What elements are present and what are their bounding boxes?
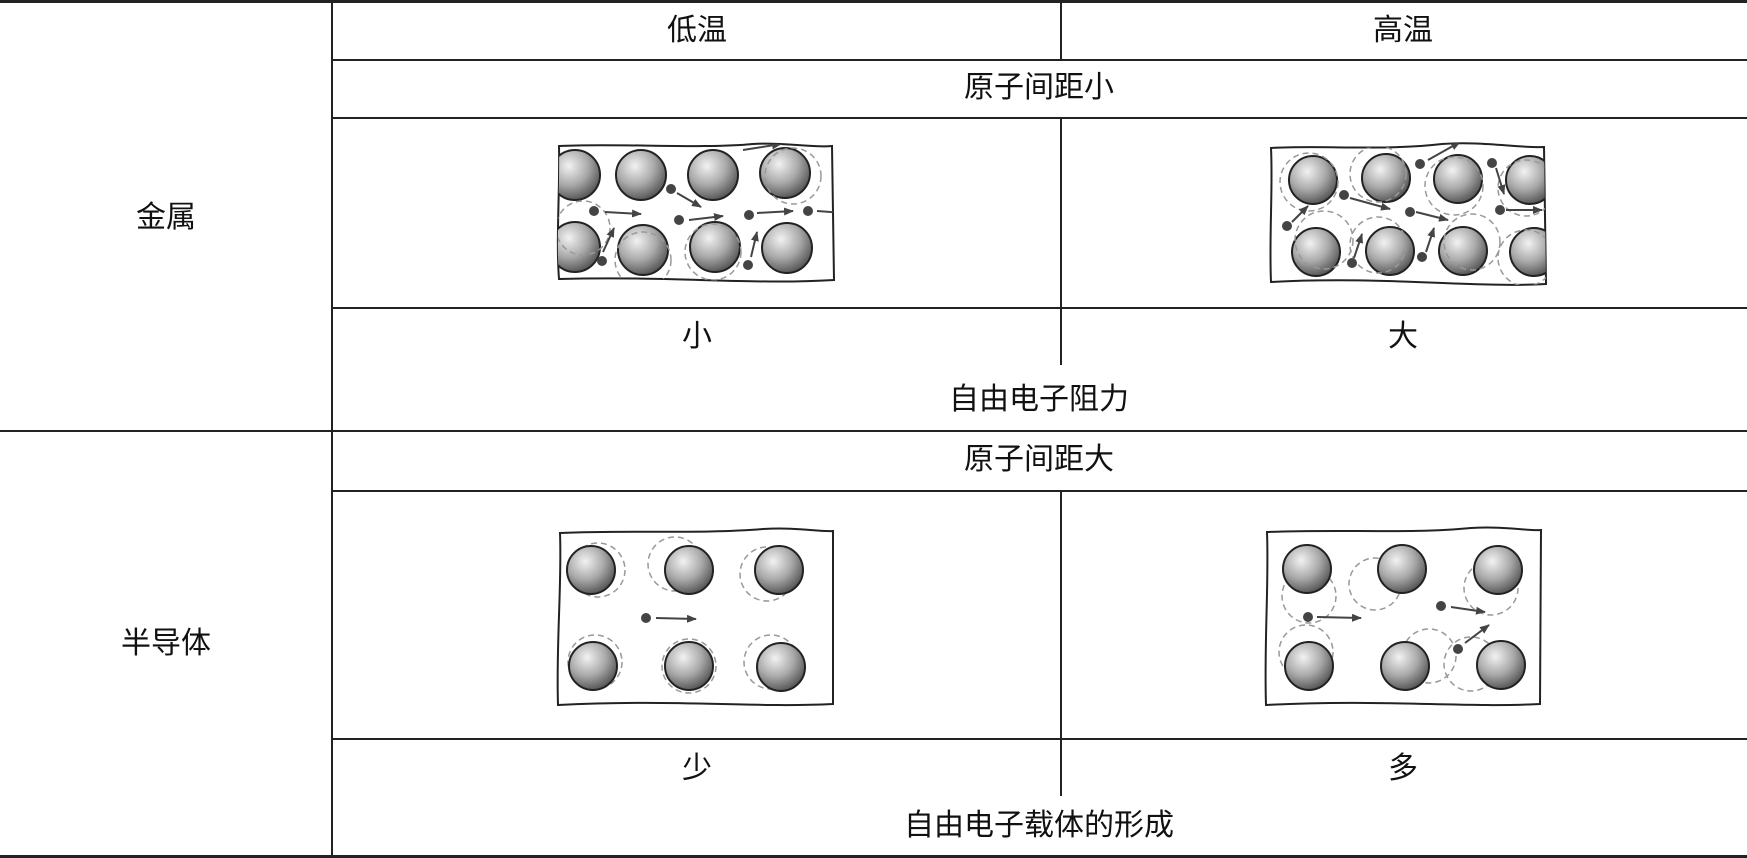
metal-figure-bottom-line: [331, 307, 1747, 309]
atom: [569, 642, 617, 690]
atom: [688, 150, 738, 200]
semi-high-temp-illustration: [1261, 524, 1547, 711]
atom: [1510, 228, 1558, 276]
semi-caption: 自由电子载体的形成: [904, 811, 1174, 841]
atom: [550, 150, 600, 200]
metal-spacing-note: 原子间距小: [964, 73, 1114, 103]
atom: [616, 150, 666, 200]
electron: [1436, 601, 1446, 611]
atom: [1477, 641, 1525, 689]
atom: [760, 148, 810, 198]
table-top-border: [0, 0, 1747, 3]
atom: [762, 223, 812, 273]
atom: [757, 643, 805, 691]
semi-spacing-bottom-line: [331, 490, 1747, 492]
metal-spacing-bottom-line: [331, 117, 1747, 119]
atom: [1474, 546, 1522, 594]
atom: [1381, 642, 1429, 690]
metal-column-divider: [1060, 117, 1062, 365]
metal-low-temp-illustration: [553, 140, 838, 288]
atom: [665, 642, 713, 690]
electron-arrow: [656, 618, 696, 619]
electron: [1453, 644, 1463, 654]
semi-column-divider: [1060, 490, 1062, 796]
header-high-temp: 高温: [1373, 16, 1433, 46]
row-label-column-divider: [331, 0, 333, 858]
semi-low-temp-illustration: [553, 524, 838, 711]
metal-low-value: 小: [682, 322, 712, 352]
atom: [1289, 156, 1337, 204]
atom: [1292, 228, 1340, 276]
metal-high-temp-illustration: [1262, 138, 1549, 290]
atom: [665, 546, 713, 594]
atom: [1285, 642, 1333, 690]
electron: [641, 613, 651, 623]
atom: [567, 546, 615, 594]
semi-figure-bottom-line: [331, 738, 1747, 740]
atom: [1506, 156, 1554, 204]
metal-semiconductor-divider: [0, 430, 1747, 432]
row-label-metal: 金属: [136, 203, 196, 233]
semi-spacing-note: 原子间距大: [964, 445, 1114, 475]
semi-high-value: 多: [1388, 754, 1418, 784]
semi-low-value: 少: [682, 754, 712, 784]
atom: [1378, 545, 1426, 593]
atom: [1366, 227, 1414, 275]
metal-high-value: 大: [1388, 322, 1418, 352]
atom: [1434, 155, 1482, 203]
header-low-temp: 低温: [667, 16, 727, 46]
electron: [1303, 612, 1313, 622]
row-label-semiconductor: 半导体: [121, 629, 211, 659]
header-column-divider: [1060, 0, 1062, 59]
atom: [1283, 545, 1331, 593]
metal-caption: 自由电子阻力: [949, 385, 1129, 415]
header-bottom-line: [331, 59, 1747, 61]
atom: [755, 546, 803, 594]
